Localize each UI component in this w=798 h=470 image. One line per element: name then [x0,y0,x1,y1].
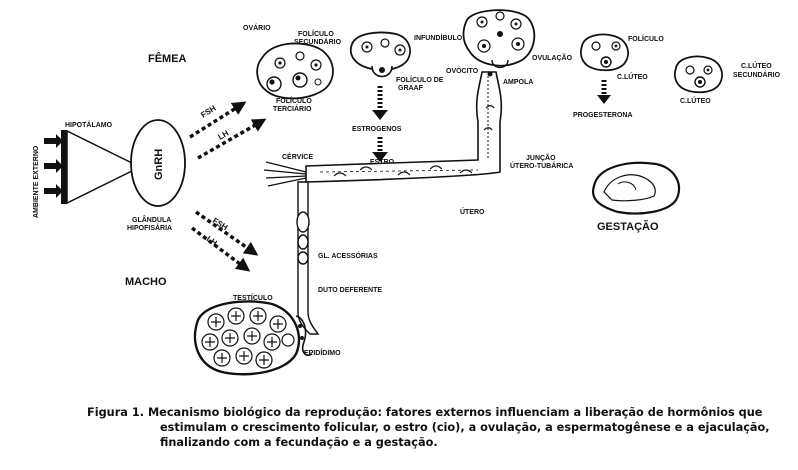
figure-caption: Figura 1. Mecanismo biológico da reprodu… [87,405,777,450]
infundibulum-label: INFUNDÍBULO [414,33,463,42]
hypothalamus-label: HIPOTÁLAMO [65,120,113,129]
gnrh-label: GnRH [153,149,165,180]
secondary-follicle-label-2: SECUNDÁRIO [294,37,342,46]
male-label: MACHO [125,276,167,288]
gland-label-1: GLÂNDULA [132,215,171,224]
ovulation-label: OVULAÇÃO [532,53,573,62]
accessory-glands-label: GL. ACESSÓRIAS [318,251,378,260]
female-tract: CÉRVICE ÚTERO JUNÇÃO ÚTERO-TUBÁRICA [263,71,573,216]
epididymis [295,315,313,357]
gestation: GESTAÇÃO [591,161,681,233]
ampulla-label: AMPOLA [503,79,533,86]
pituitary-gland: GnRH GLÂNDULA HIPOFISÁRIA [127,119,186,232]
down-arrow-icon [372,110,388,120]
corpus-luteum-ovary: FOLÍCULO C.LÚTEO PROGESTERONA [573,33,664,119]
uterus-label: ÚTERO [460,207,485,216]
graafian-follicle-label-2: GRAAF [398,85,424,92]
cervix-label: CÉRVICE [282,152,313,161]
uterus-tube-outline [305,71,503,183]
down-arrow-icon [372,152,388,162]
fsh-arrow-male [194,210,259,256]
pituitary-ellipse [130,119,186,207]
secondary-cl-ovary: C.LÚTEO SECUNDÁRIO C.LÚTEO [674,55,781,105]
lh-arrow-female [197,118,267,160]
hypothalamus: HIPOTÁLAMO [65,120,142,205]
epididymis-label: EPIDÍDIMO [304,348,341,357]
ovulating-ovary: OVÓCITO AMPOLA OVULAÇÃO [446,9,573,86]
hypothalamus-triangle [66,129,142,205]
ovary: OVÁRIO FOLÍCULO SECUNDÁRIO FOLÍCULO TERC… [243,23,342,113]
external-environment: AMBIENTE EXTERNO [33,130,67,218]
input-arrow-icon [44,134,63,148]
graafian-ovary-body [349,31,411,71]
oocyte-dot [487,71,493,77]
down-arrow-icon [597,95,611,104]
ovary-label: OVÁRIO [243,23,271,32]
female-label: FÊMEA [148,52,187,65]
follicle-label: FOLÍCULO [628,34,664,43]
fsh-label-female: FSH [199,103,218,119]
vas-deferens-label: DUTO DEFERENTE [318,287,382,294]
caption-prefix: Figura 1. [87,406,144,419]
graafian-ovary: INFUNDÍBULO FOLÍCULO DE GRAAF ESTROGENOS… [349,31,463,166]
male-tract: GL. ACESSÓRIAS DUTO DEFERENTE TESTÍCULO … [193,181,382,376]
female-hormone-arrows: FSH LH [189,101,267,160]
environment-bar [61,130,67,204]
male-hormone-arrows: FSH LH [190,210,259,272]
ovary-body [256,42,334,100]
caption-line-2: estimulam o crescimento folicular, o est… [160,421,770,434]
testicle-label: TESTÍCULO [233,293,273,302]
caption-line-3: finalizando com a fecundação e a gestaçã… [160,436,438,449]
tertiary-follicle-label-1: FOLÍCULO [276,96,312,105]
tertiary-follicle-label-2: TERCIÁRIO [273,104,312,113]
estrogens-label: ESTROGENOS [352,126,402,133]
corpus-luteum-label-1: C.LÚTEO [617,72,648,81]
ovulating-ovary-body [462,9,536,67]
gestation-label: GESTAÇÃO [597,220,659,233]
reproduction-diagram: FÊMEA MACHO AMBIENTE EXTERNO HIPOTÁLAMO … [33,9,781,376]
secondary-cl-label-2: SECUNDÁRIO [733,70,781,79]
caption-line-1: Mecanismo biológico da reprodução: fator… [147,406,763,419]
progesterone-label: PROGESTERONA [573,112,633,119]
utero-tubal-junction-label-2: ÚTERO-TUBÁRICA [510,161,573,170]
lh-arrow-male [190,226,251,272]
external-environment-label: AMBIENTE EXTERNO [33,145,40,218]
input-arrow-icon [44,159,63,173]
gland-label-2: HIPOFISÁRIA [127,223,172,232]
secondary-cl-label-1: C.LÚTEO [741,61,772,70]
secondary-follicle-label-1: FOLÍCULO [298,29,334,38]
oocyte-label: OVÓCITO [446,66,479,75]
input-arrow-icon [44,184,63,198]
utero-tubal-junction-label-1: JUNÇÃO [526,153,556,162]
graafian-follicle-label-1: FOLÍCULO DE [396,75,444,84]
corpus-luteum-label-2: C.LÚTEO [680,96,711,105]
secondary-cl-body [674,55,723,94]
fsh-arrow-female [189,101,247,139]
estrus-label: ESTRO [370,159,395,166]
